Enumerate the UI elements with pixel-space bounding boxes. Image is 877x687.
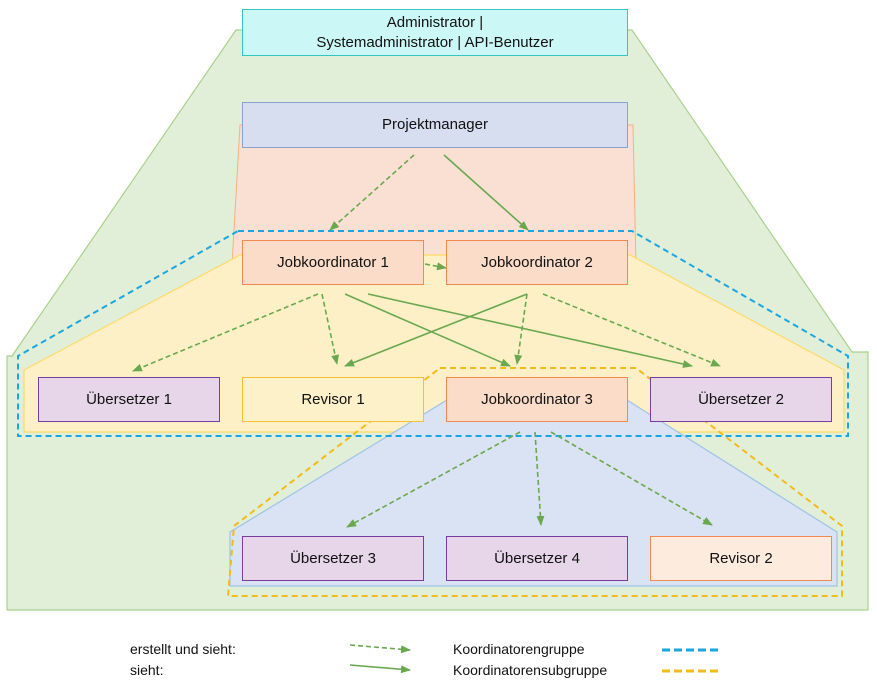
legend-dashed-arrow bbox=[349, 644, 411, 654]
uebersetzer-3-label: Übersetzer 3 bbox=[290, 549, 376, 567]
uebersetzer-3-box: Übersetzer 3 bbox=[242, 536, 424, 581]
legend-swatches bbox=[349, 644, 722, 674]
jobkoordinator-2-box: Jobkoordinator 2 bbox=[446, 240, 628, 285]
revisor-2-box: Revisor 2 bbox=[650, 536, 832, 581]
legend-creates-and-sees-label: erstellt und sieht: bbox=[130, 641, 236, 657]
arrow-jk1-to-ueb1 bbox=[132, 293, 319, 372]
uebersetzer-1-box: Übersetzer 1 bbox=[38, 377, 220, 422]
administrator-label: Administrator | bbox=[386, 13, 484, 31]
uebersetzer-4-box: Übersetzer 4 bbox=[446, 536, 628, 581]
arrow-jk3-to-ueb3 bbox=[346, 431, 521, 528]
revisor-1-box: Revisor 1 bbox=[242, 377, 424, 422]
uebersetzer-2-label: Übersetzer 2 bbox=[698, 390, 784, 408]
legend-solid-arrow bbox=[349, 664, 411, 674]
uebersetzer-4-label: Übersetzer 4 bbox=[494, 549, 580, 567]
jobkoordinator-3-label: Jobkoordinator 3 bbox=[481, 390, 593, 408]
arrow-jk1-to-jk3 bbox=[344, 293, 511, 367]
arrow-jk1-to-jk2 bbox=[424, 262, 447, 271]
systemadministrator-label: Systemadministrator | API-Benutzer bbox=[316, 33, 554, 51]
arrow-pm-to-jk2 bbox=[443, 154, 529, 231]
jobkoordinator-2-label: Jobkoordinator 2 bbox=[481, 253, 593, 271]
jobkoordinator-1-box: Jobkoordinator 1 bbox=[242, 240, 424, 285]
arrow-pm-to-jk1 bbox=[329, 154, 415, 231]
projektmanager-box: Projektmanager bbox=[242, 102, 628, 148]
revisor-1-label: Revisor 1 bbox=[301, 390, 365, 408]
jobkoordinator-3-box: Jobkoordinator 3 bbox=[446, 377, 628, 422]
legend-coordinator-group-label: Koordinatorengruppe bbox=[453, 641, 585, 657]
jobkoordinator-1-label: Jobkoordinator 1 bbox=[277, 253, 389, 271]
coordinator-group-outline bbox=[17, 230, 849, 437]
administrator-box: Administrator | Systemadministrator | AP… bbox=[242, 9, 628, 56]
arrow-jk1-to-ueb2 bbox=[367, 293, 693, 368]
coordinator-subgroup-outline bbox=[226, 367, 843, 597]
projektmanager-label: Projektmanager bbox=[382, 116, 488, 133]
uebersetzer-1-label: Übersetzer 1 bbox=[86, 390, 172, 408]
legend-coordinator-subgroup-label: Koordinatorensubgruppe bbox=[453, 662, 608, 678]
arrow-jk2-to-jk3 bbox=[514, 293, 528, 365]
coordinator-group-region bbox=[23, 254, 845, 433]
arrow-jk2-to-rev1 bbox=[344, 293, 528, 367]
legend-sees-label: sieht: bbox=[130, 662, 164, 678]
uebersetzer-2-box: Übersetzer 2 bbox=[650, 377, 832, 422]
arrow-jk1-to-rev1 bbox=[321, 293, 340, 365]
arrow-jk3-to-rev2 bbox=[550, 431, 713, 526]
revisor-2-label: Revisor 2 bbox=[709, 549, 773, 567]
